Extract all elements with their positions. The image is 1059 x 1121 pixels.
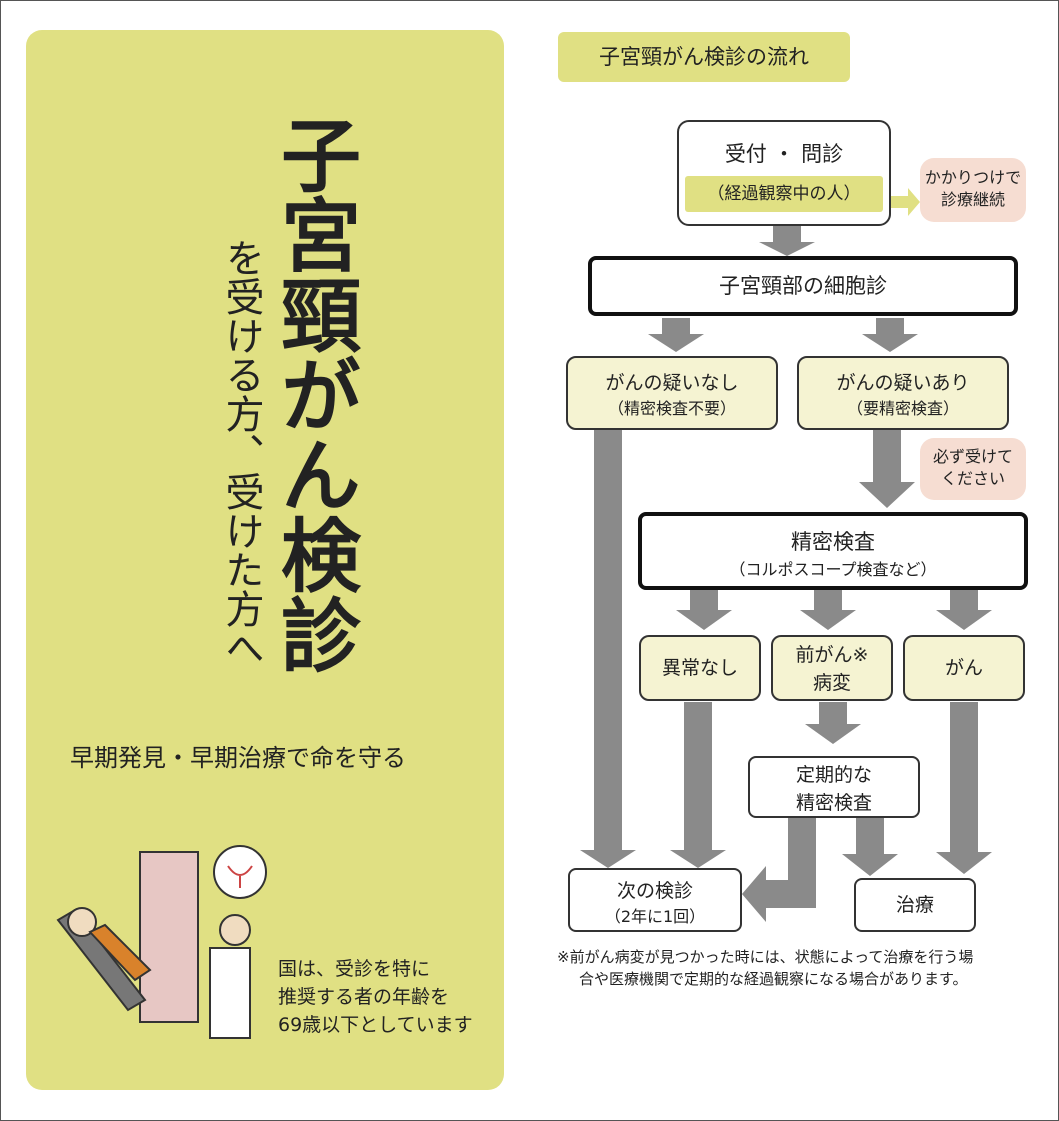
no-suspect-box: がんの疑いなし （精密検査不要） [566,356,778,430]
followup-box: （経過観察中の人） [685,176,883,212]
detailed-exam-sub: （コルポスコープ検査など） [729,560,937,579]
family-doctor-box: かかりつけで 診療継続 [920,158,1026,222]
footnote-line-2: 合や医療機関で定期的な経過観察になる場合があります。 [579,970,968,988]
suspect-sub: （要精密検査） [846,399,959,418]
footnote: ※前がん病変が見つかった時には、状態によって治療を行う場 合や医療機関で定期的な… [557,946,1047,990]
arrow-normal-next [670,702,726,868]
patient-head [67,907,97,937]
left-panel [26,30,504,1090]
arrow-to-family-doctor [884,188,920,216]
no-suspect-sub: （精密検査不要） [607,399,736,418]
footnote-line-1: ※前がん病変が見つかった時には、状態によって治療を行う場 [557,948,974,966]
main-title: 子宮頸がん検診 [268,114,361,674]
arrow-to-precancer [800,590,856,630]
doctor-coat [209,947,251,1039]
cytology-box: 子宮頸部の細胞診 [588,256,1018,316]
reception-label: 受付 ・ 問診 [724,142,844,166]
exam-illustration [56,845,267,1039]
must-attend-box: 必ず受けて ください [920,438,1026,500]
arrow-to-suspect [862,318,918,352]
next-screening-box: 次の検診 （2年に1回） [568,868,742,932]
age-note: 国は、受診を特に 推奨する者の年齢を 69歳以下としています [278,958,473,1036]
arrow-periodic-treatment [842,818,898,876]
arrow-to-cancer [936,590,992,630]
uterus-icon [227,865,253,888]
flow-badge: 子宮頸がん検診の流れ [558,32,850,82]
cancer-box: がん [903,635,1025,701]
next-screening-title: 次の検診 [616,880,693,902]
tagline: 早期発見・早期治療で命を守る [70,744,406,772]
arrow-reception-cytology [759,226,815,256]
next-screening-sub: （2年に1回） [604,907,706,926]
detailed-exam-title: 精密検査 [791,530,875,554]
speech-bubble [213,845,267,899]
curtain [139,851,199,1023]
suspect-title: がんの疑いあり [836,372,970,394]
arrow-to-no-suspect [648,318,704,352]
normal-box: 異常なし [639,635,761,701]
detailed-exam-box: 精密検査 （コルポスコープ検査など） [638,512,1028,590]
arrow-to-detailed [859,430,915,508]
patient-body [88,923,152,982]
arrow-to-periodic [805,702,861,744]
periodic-box: 定期的な 精密検査 [748,756,920,818]
arrow-to-normal [676,590,732,630]
treatment-box: 治療 [854,878,976,932]
arrow-cancer-treatment [936,702,992,874]
doctor-head [219,914,251,946]
no-suspect-title: がんの疑いなし [605,372,739,394]
sub-title: を受ける方、受けた方へ [219,238,264,667]
suspect-box: がんの疑いあり （要精密検査） [797,356,1009,430]
arrow-periodic-next [742,818,816,922]
precancer-box: 前がん※ 病変 [771,635,893,701]
arrow-no-suspect-next [580,430,636,868]
